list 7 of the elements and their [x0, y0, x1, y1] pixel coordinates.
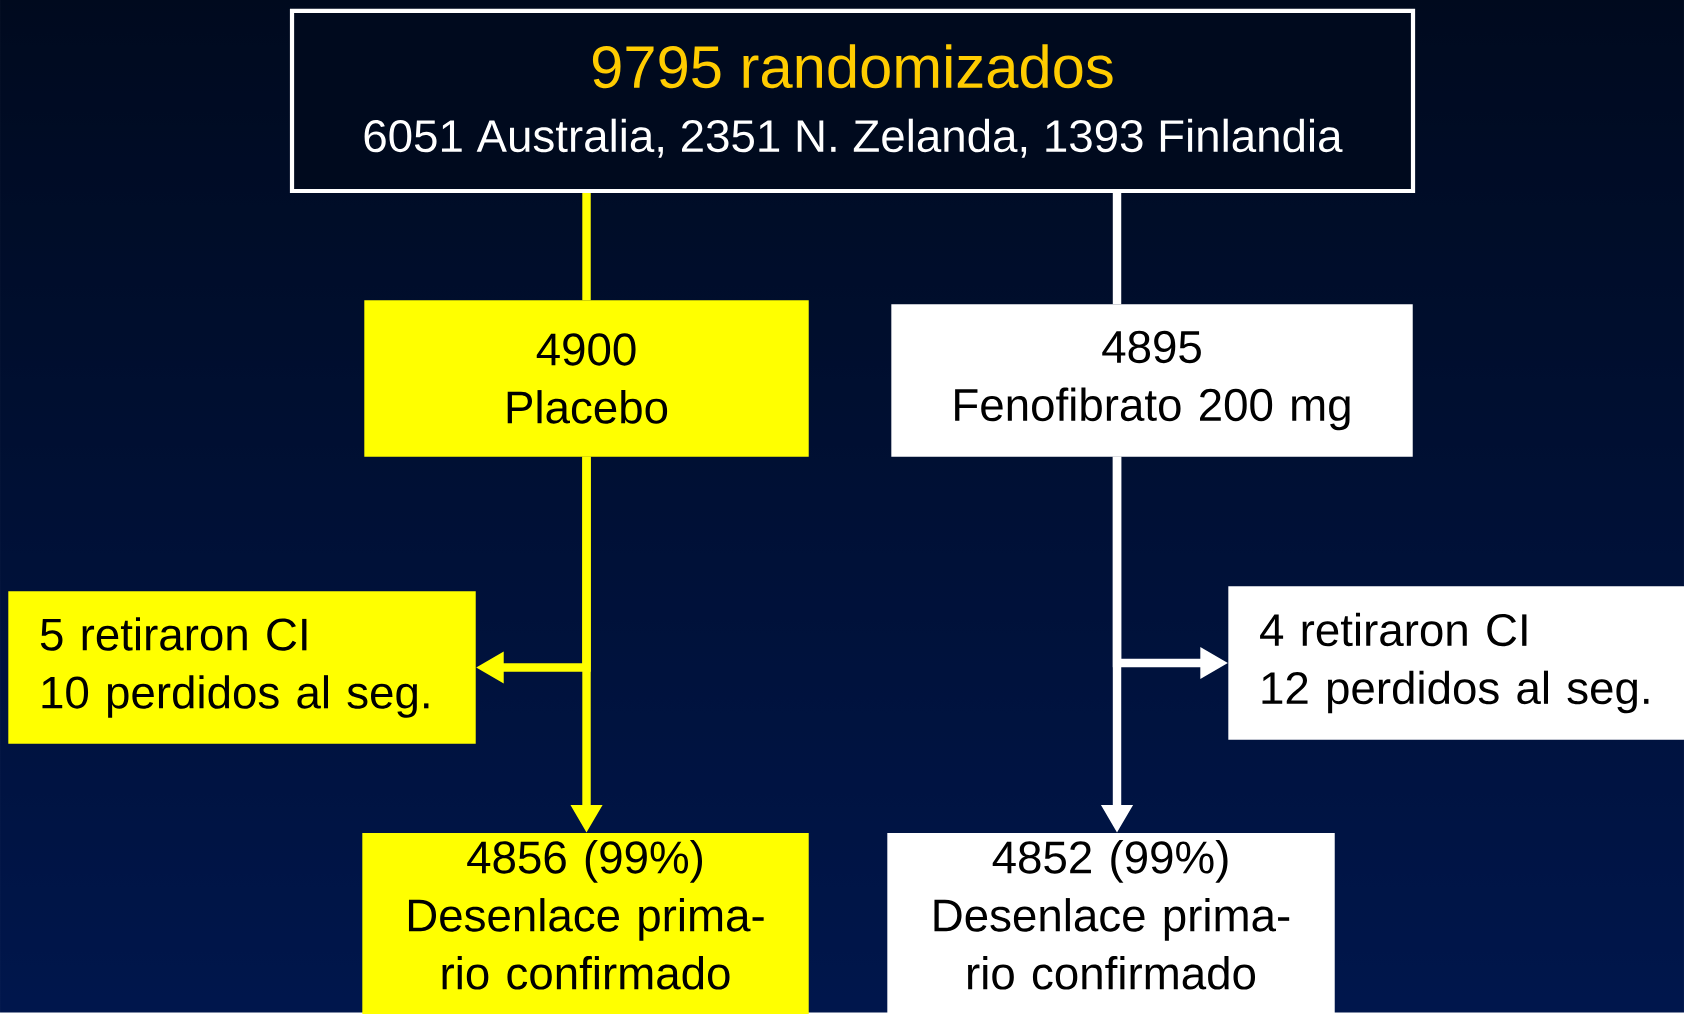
group-box: 4895 Fenofibrato 200 mg [891, 304, 1413, 457]
withdrawal-box: 5 retiraron CI 10 perdidos al seg. [8, 591, 476, 744]
withdrawal-box: 4 retiraron CI 12 perdidos al seg. [1228, 586, 1684, 740]
outcome-box: 4856 (99%) Desenlace prima- rio confirmado [362, 833, 809, 1014]
outcome-box: 4852 (99%) Desenlace prima- rio confirmado [887, 833, 1335, 1014]
header-box: 9795 randomizados 6051 Australia, 2351 N. Zelanda, 1393 Finlandia [289, 8, 1416, 194]
group-box: 4900 Placebo [364, 300, 809, 457]
